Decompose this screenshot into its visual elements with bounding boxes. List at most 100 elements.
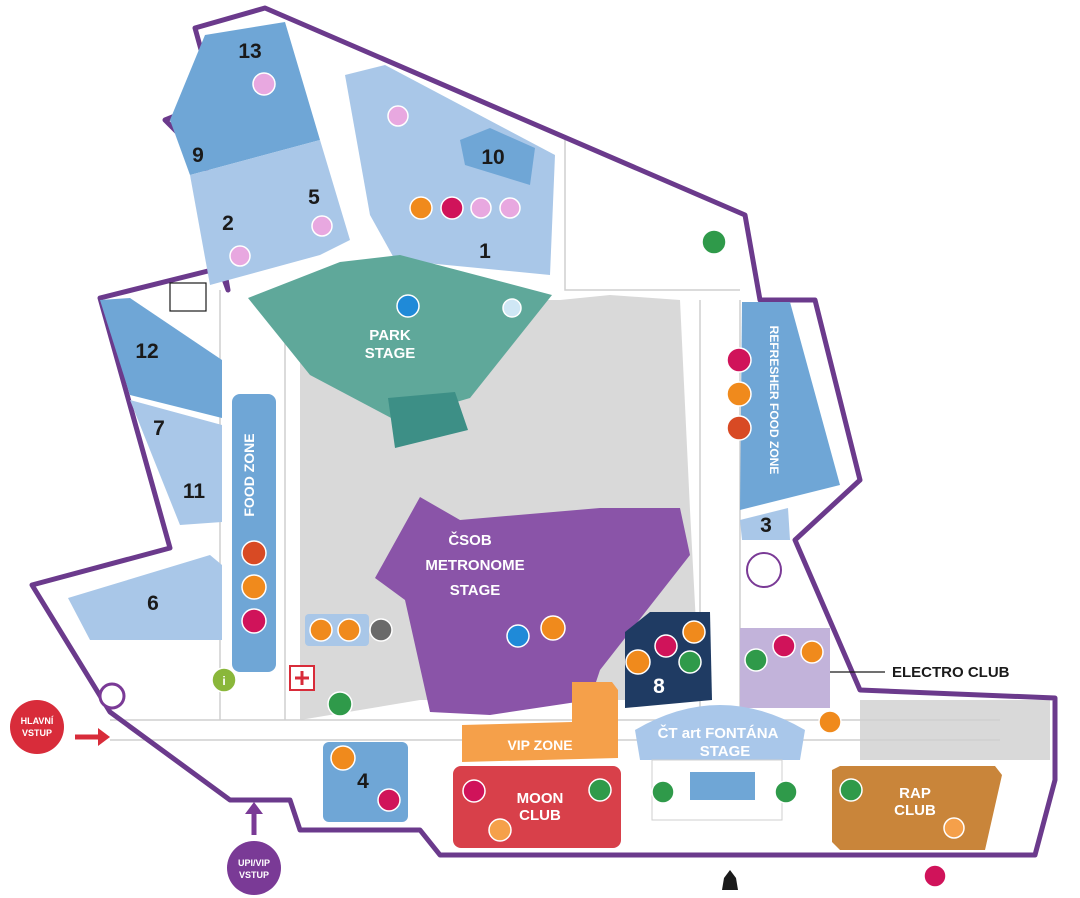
csob-metronome-stage[interactable]: ČSOB METRONOME STAGE: [375, 497, 690, 715]
zone-1-10[interactable]: [345, 65, 555, 275]
deckchair-icon: [229, 245, 251, 267]
info-glyph: i: [222, 674, 225, 688]
cocktail-icon: [462, 779, 486, 803]
refresher-food-zone[interactable]: REFRESHER FOOD ZONE: [740, 302, 840, 510]
main-entrance-label-2: VSTUP: [22, 728, 52, 738]
festival-boundary: [29, 5, 1058, 858]
wc-icon: [701, 229, 727, 255]
zone-3[interactable]: [740, 508, 790, 540]
zone-1-label: 1: [479, 240, 491, 263]
wc-icon: [774, 780, 798, 804]
accessible-icon: [506, 624, 530, 648]
food-icon: [241, 540, 267, 566]
cocktail-icon: [377, 788, 401, 812]
zone-11-label: 11: [183, 480, 206, 503]
tower-icon: [722, 870, 738, 890]
zone-4-label: 4: [357, 770, 369, 793]
deckchair-icon: [499, 197, 521, 219]
deckchair-icon: [311, 215, 333, 237]
vip-entrance[interactable]: UPI/VIP VSTUP: [227, 802, 281, 895]
zone-8-label: 8: [653, 675, 665, 698]
accessible-icon: [396, 294, 420, 318]
food-zone-label: FOOD ZONE: [241, 433, 257, 516]
vip-entrance-label-2: VSTUP: [239, 870, 269, 880]
beer-icon: [800, 640, 824, 664]
rap-club-label-2: CLUB: [894, 802, 936, 819]
csob-label-3: STAGE: [450, 582, 501, 599]
toast-icon: [818, 710, 842, 734]
food-zone[interactable]: FOOD ZONE: [232, 394, 276, 672]
chill-icon: [470, 197, 492, 219]
wc-icon: [744, 648, 768, 672]
main-entrance-label-1: HLAVNÍ: [21, 716, 54, 726]
toast-icon: [488, 818, 512, 842]
deckchair-icon: [387, 105, 409, 127]
toast-icon: [943, 817, 965, 839]
park-stage-label-1: PARK: [369, 327, 411, 344]
moon-club-label-1: MOON: [517, 790, 564, 807]
zone-12[interactable]: [100, 298, 222, 418]
refresher-food-zone-label: REFRESHER FOOD ZONE: [767, 326, 781, 475]
accessible-icon: [502, 298, 522, 318]
zone-13-9[interactable]: [170, 22, 320, 175]
moon-club[interactable]: MOON CLUB: [453, 766, 621, 848]
toast-icon: [337, 618, 361, 642]
beer-icon: [726, 381, 752, 407]
zone-2-5[interactable]: [190, 140, 350, 285]
food-icon: [726, 415, 752, 441]
beer-icon: [409, 196, 433, 220]
info-icon: [211, 667, 237, 693]
cocktail-icon: [440, 196, 464, 220]
wc-icon: [678, 650, 702, 674]
vip-zone-label: VIP ZONE: [507, 737, 572, 753]
toast-icon: [540, 615, 566, 641]
rap-club[interactable]: RAP CLUB: [832, 766, 1002, 850]
ct-stage-label-2: STAGE: [700, 743, 751, 760]
amenity-icons: i: [98, 72, 965, 890]
electro-club-label: ELECTRO CLUB: [892, 664, 1010, 681]
cocktail-icon: [726, 347, 752, 373]
cocktail-icon: [654, 634, 678, 658]
ct-stage-label-1: ČT art FONTÁNA: [658, 724, 779, 742]
tshirt-icon: [369, 618, 393, 642]
zone-6-label: 6: [147, 592, 159, 615]
cocktail-icon: [241, 608, 267, 634]
zone-3-label: 3: [760, 514, 772, 537]
moon-club-label-2: CLUB: [519, 807, 561, 824]
cocktail-icon: [923, 864, 947, 888]
arrow-up-icon: [245, 802, 263, 814]
zone-7-label: 7: [153, 417, 165, 440]
coffee-icon: [625, 649, 651, 675]
zone-13-label: 13: [238, 40, 261, 63]
ferris-wheel-icon: [746, 552, 782, 588]
main-entrance[interactable]: HLAVNÍ VSTUP: [10, 700, 110, 754]
zone-9-label: 9: [192, 144, 204, 167]
wc-icon: [327, 691, 353, 717]
rap-club-label-1: RAP: [899, 785, 931, 802]
park-stage[interactable]: PARK STAGE: [248, 255, 552, 448]
csob-label-2: METRONOME: [425, 557, 524, 574]
cocktail-icon: [772, 634, 796, 658]
zone-6[interactable]: [68, 555, 222, 640]
beer-icon: [241, 574, 267, 600]
ct-fontana-stage[interactable]: ČT art FONTÁNA STAGE: [635, 705, 805, 821]
activity-icon: [252, 72, 276, 96]
beer-icon: [330, 745, 356, 771]
zone-10-label: 10: [481, 146, 504, 169]
arrow-right-icon: [98, 728, 110, 746]
beer-icon: [309, 618, 333, 642]
park-stage-label-2: STAGE: [365, 345, 416, 362]
zone-numbers: 13 9 2 5 10 1 12 7 11 6 3 4 8: [135, 40, 772, 793]
fountain-icon: [169, 282, 207, 312]
zone-2-label: 2: [222, 212, 234, 235]
wc-icon: [588, 778, 612, 802]
wc-icon: [839, 778, 863, 802]
vip-entrance-label-1: UPI/VIP: [238, 858, 270, 868]
vip-zone[interactable]: VIP ZONE: [462, 682, 618, 762]
wc-icon: [651, 780, 675, 804]
beer-icon: [682, 620, 706, 644]
zone-7-11[interactable]: [130, 400, 222, 525]
csob-label-1: ČSOB: [448, 531, 492, 549]
phone-icon: [98, 682, 126, 710]
